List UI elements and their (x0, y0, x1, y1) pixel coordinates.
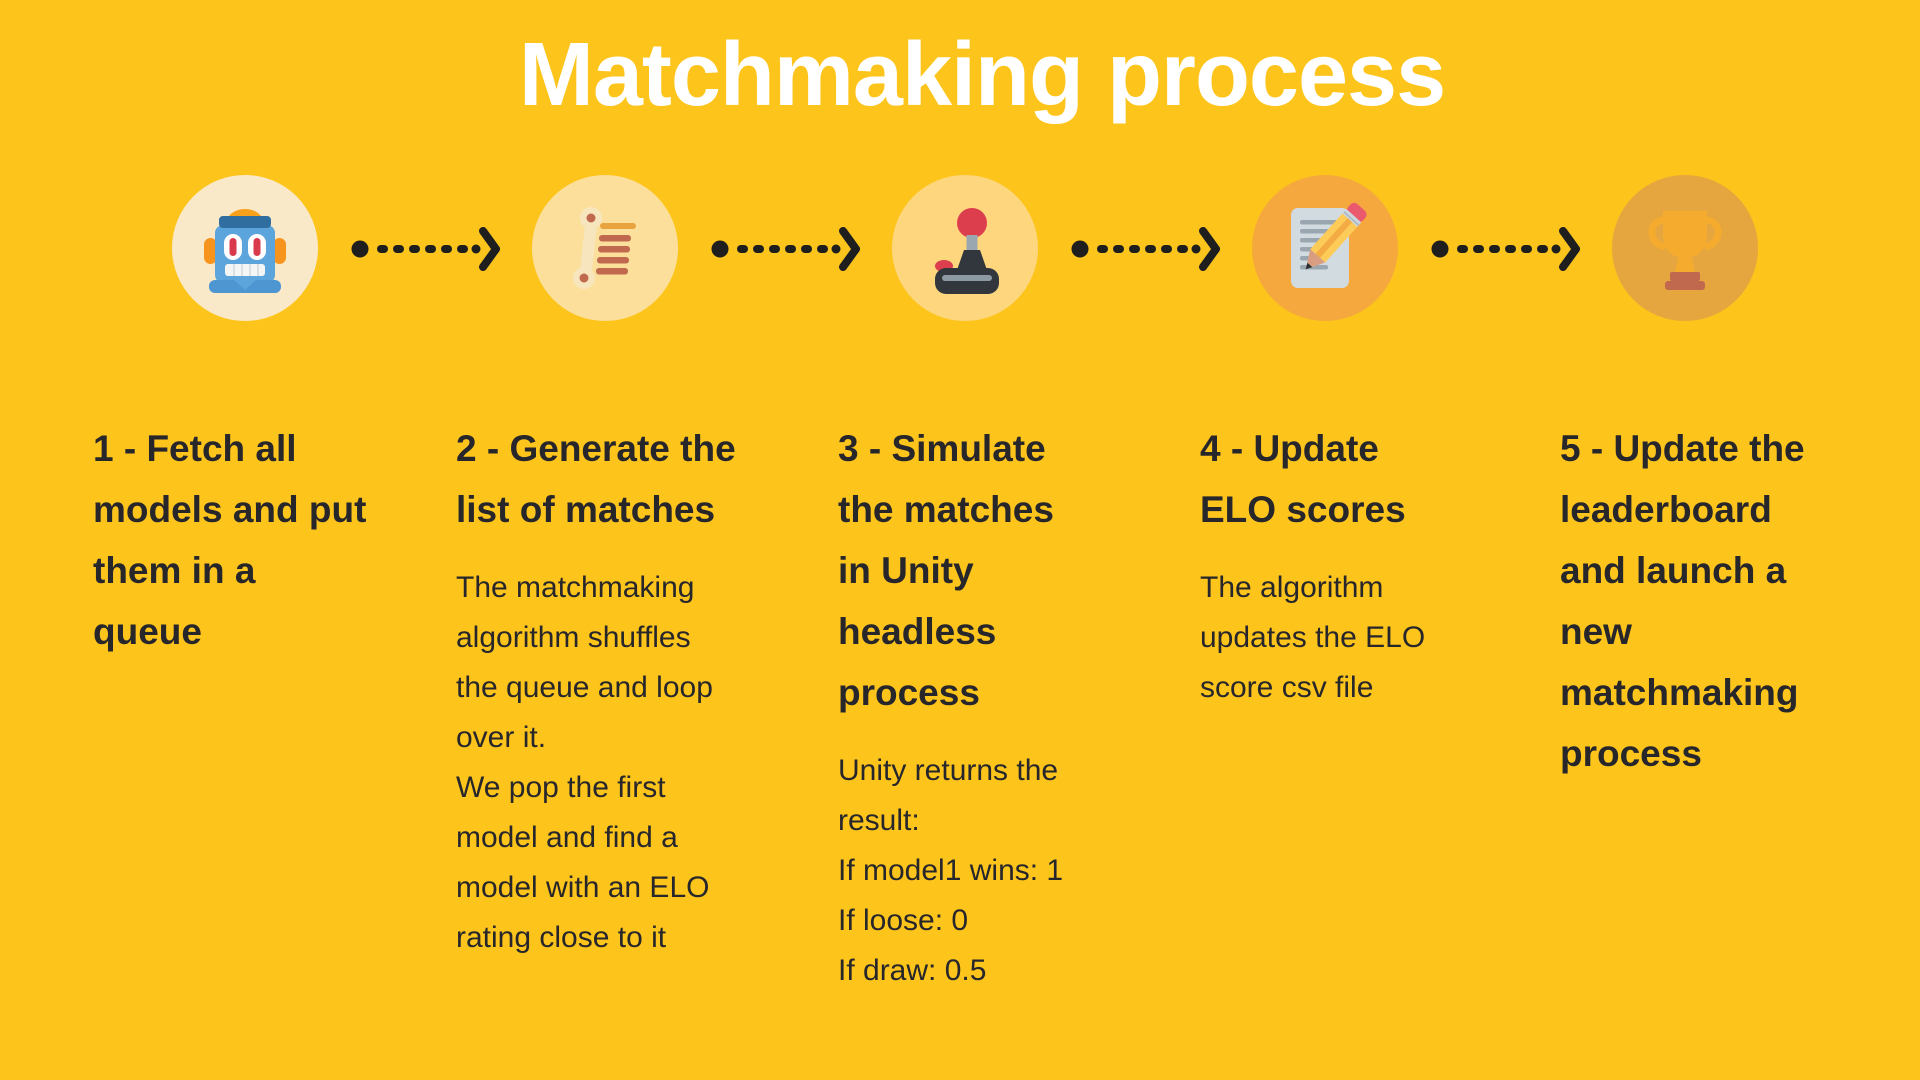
step-4-description: The algorithm updates the ELO score csv … (1200, 571, 1426, 704)
step-3-heading: 3 - Simulate the matches in Unity headle… (838, 428, 1054, 713)
step-4-icon-circle (1252, 175, 1398, 321)
step-2-icon-circle (532, 175, 678, 321)
step-4-heading: 4 - Update ELO scores (1200, 428, 1406, 530)
trophy-icon (1648, 211, 1722, 290)
dotted-arrow (1430, 223, 1580, 275)
step-3-icon-circle (892, 175, 1038, 321)
step-1-text: 1 - Fetch all models and put them in a q… (93, 400, 448, 680)
step-4-text: 4 - Update ELO scores The algorithm upda… (1200, 400, 1555, 731)
page-title: Matchmaking process (518, 25, 1446, 125)
step-2-description: The matchmaking algorithm shuffles the q… (456, 571, 713, 954)
step-2-heading: 2 - Generate the list of matches (456, 428, 736, 530)
step-5-icon-circle (1612, 175, 1758, 321)
dotted-arrow (350, 223, 500, 275)
dotted-arrow (710, 223, 860, 275)
joystick-icon (935, 208, 999, 294)
step-1-icon-circle (172, 175, 318, 321)
step-3-description: Unity returns the result: If model1 wins… (838, 754, 1064, 987)
robot-icon (204, 209, 286, 293)
step-1-heading: 1 - Fetch all models and put them in a q… (93, 428, 367, 652)
step-5-text: 5 - Update the leaderboard and launch a … (1560, 400, 1915, 802)
memo-icon (1291, 202, 1367, 288)
scroll-icon (573, 207, 636, 289)
dotted-arrow (1070, 223, 1220, 275)
step-5-heading: 5 - Update the leaderboard and launch a … (1560, 428, 1805, 774)
step-3-text: 3 - Simulate the matches in Unity headle… (838, 400, 1193, 1014)
step-2-text: 2 - Generate the list of matches The mat… (456, 400, 811, 981)
